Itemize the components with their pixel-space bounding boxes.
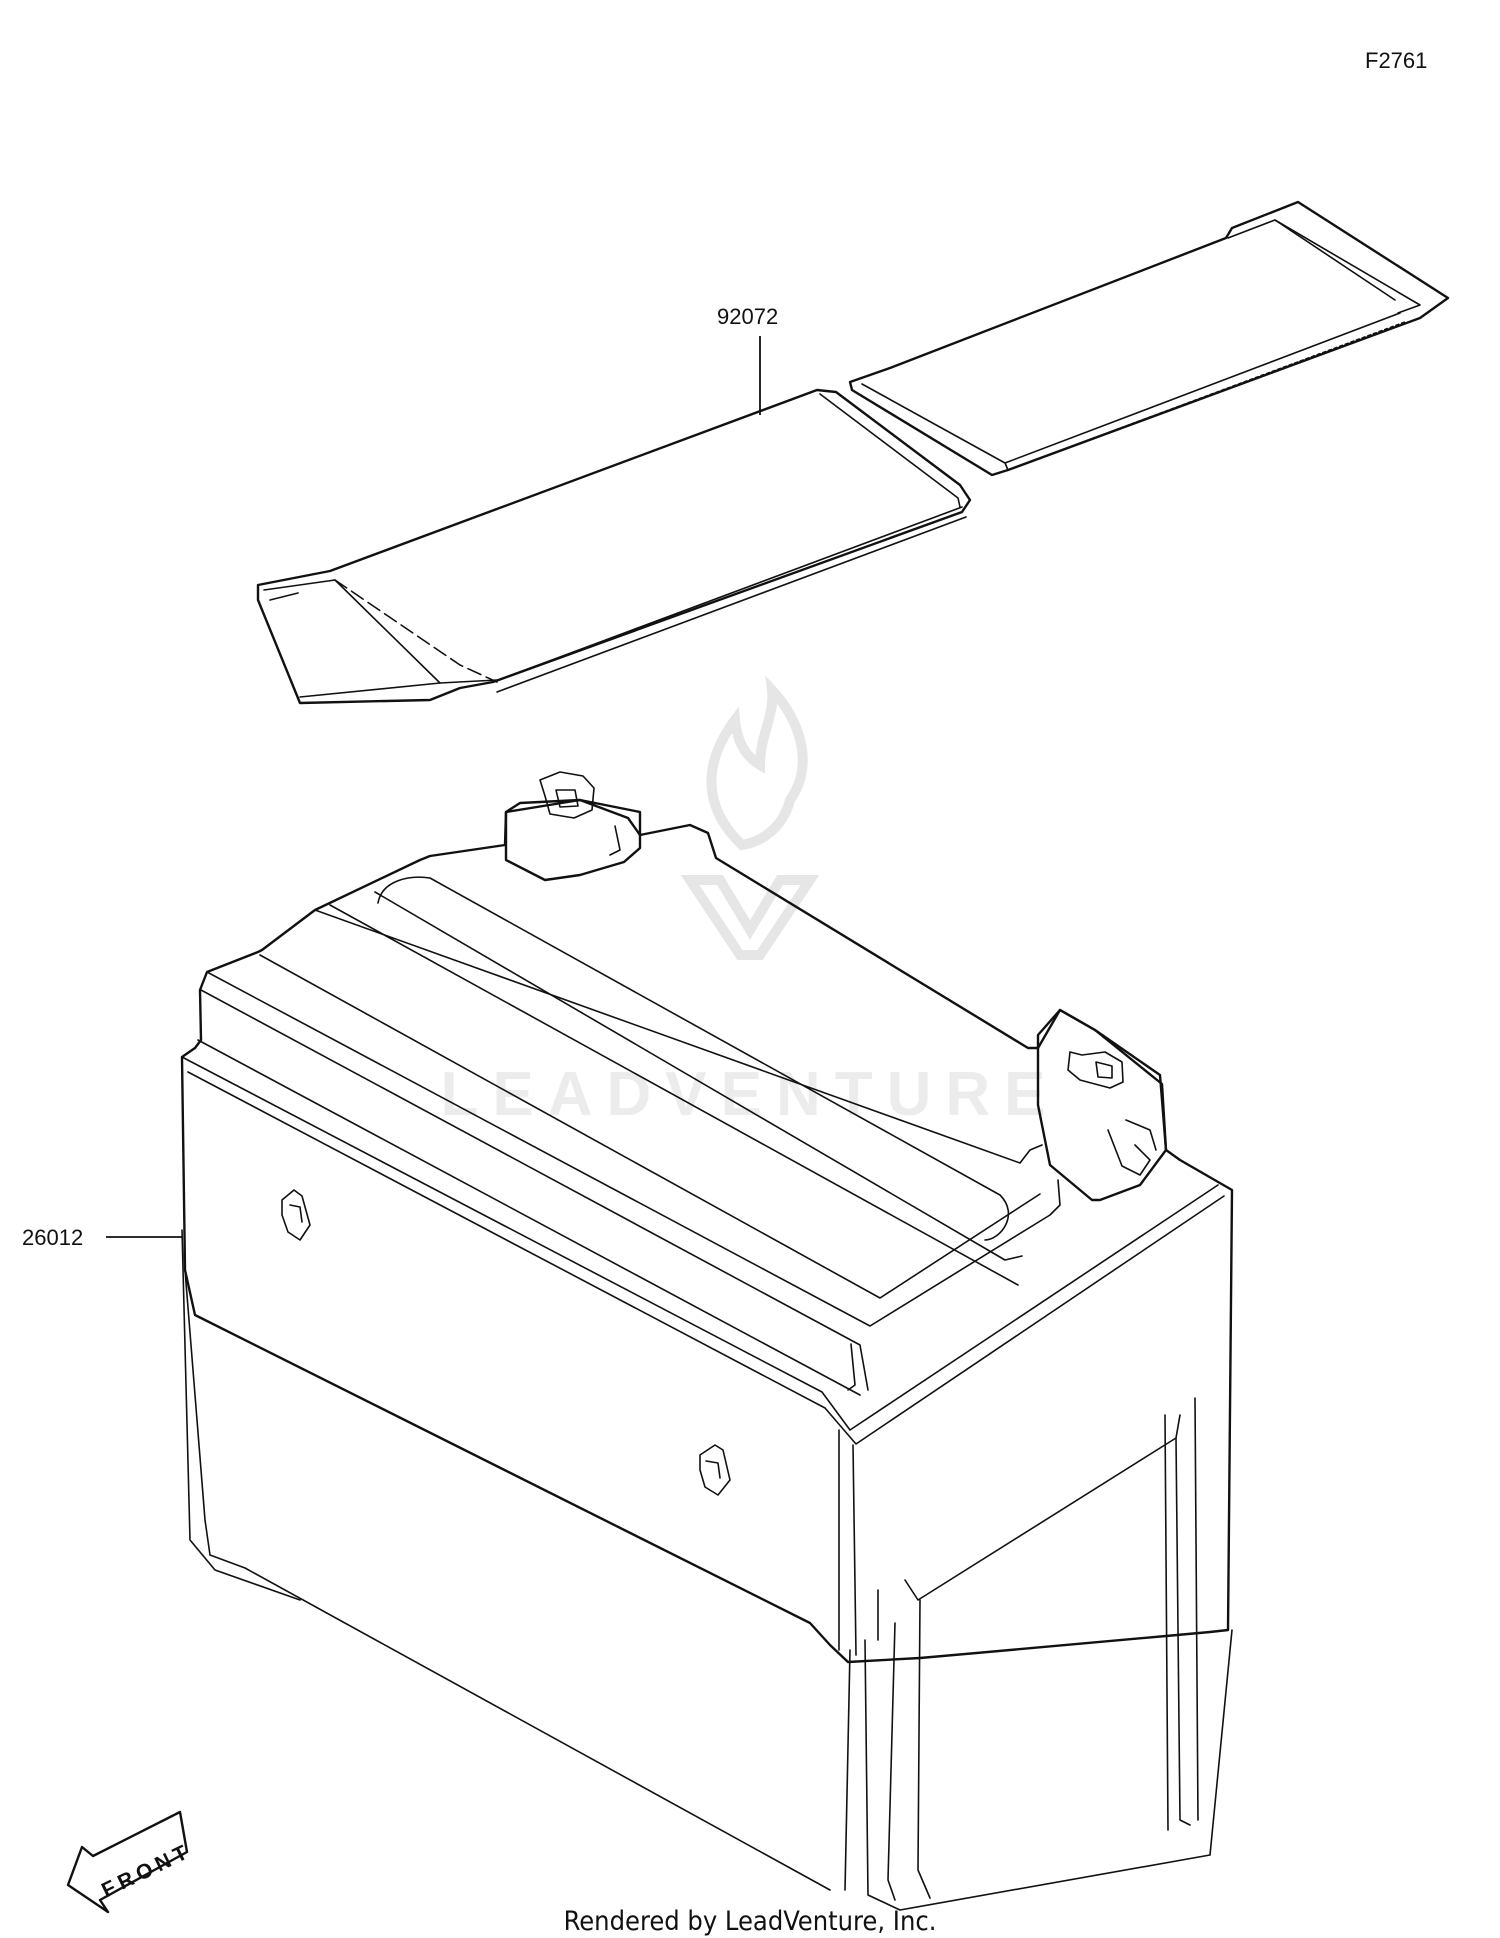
leadventure-watermark: LEADVENTURE (440, 675, 1059, 1129)
part-number-26012: 26012 (22, 1225, 83, 1250)
watermark-text: LEADVENTURE (440, 1060, 1059, 1129)
battery-illustration (180, 771, 1234, 1911)
part-number-92072: 92072 (717, 304, 778, 329)
front-direction-arrow-icon: FRONT (66, 1810, 196, 1914)
footer-credit: Rendered by LeadVenture, Inc. (563, 1906, 937, 1937)
figure-code: F2761 (1365, 48, 1427, 73)
battery-pad-illustration (256, 200, 1450, 705)
front-arrow-text: FRONT (98, 1839, 196, 1902)
